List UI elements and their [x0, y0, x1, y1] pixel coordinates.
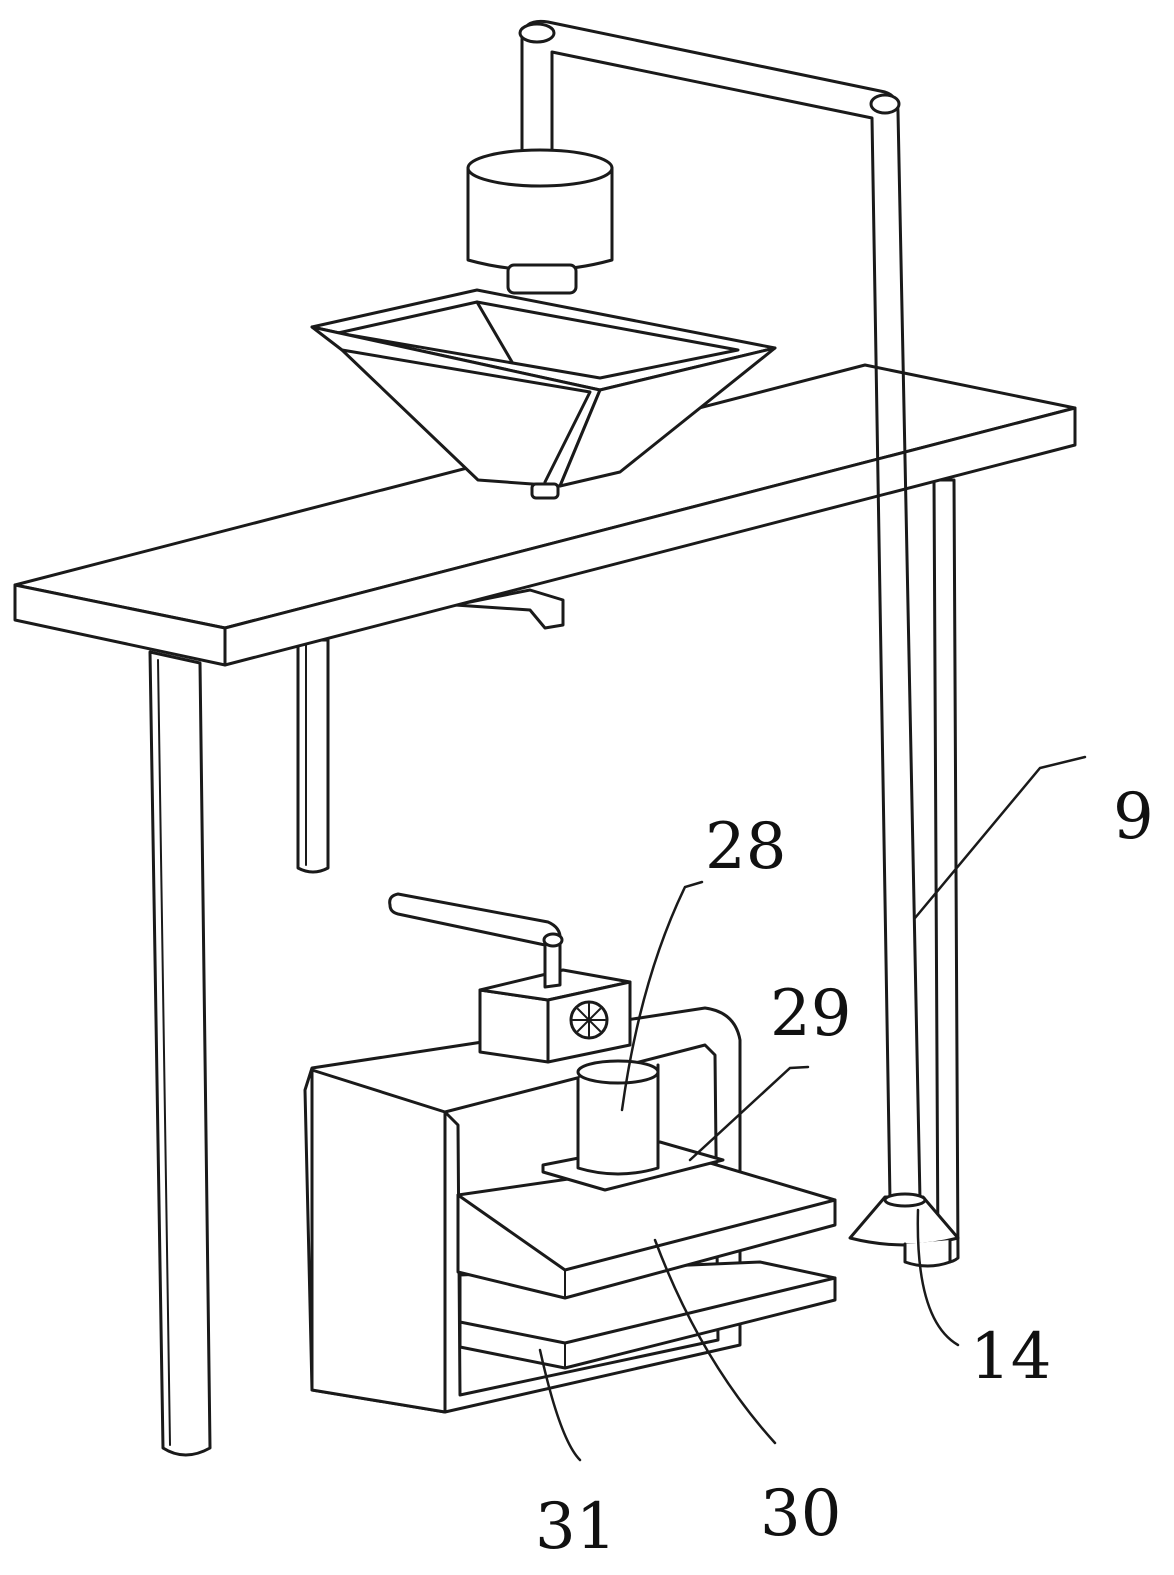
leader-28 [620, 880, 704, 1112]
leader-29 [688, 1065, 810, 1162]
leader-9 [913, 755, 1087, 920]
press-handle [388, 892, 564, 989]
label-31: 31 [535, 1490, 616, 1564]
leader-30 [653, 1238, 777, 1445]
table-bracket [453, 588, 565, 630]
leader-31 [538, 1348, 582, 1462]
label-28: 28 [705, 810, 786, 884]
motor-unit [466, 148, 614, 295]
label-29: 29 [770, 977, 851, 1051]
hopper [310, 288, 777, 500]
label-9: 9 [1113, 780, 1154, 854]
press-cylinder [576, 1059, 660, 1176]
label-14: 14 [970, 1320, 1051, 1394]
leader-14 [916, 1208, 960, 1347]
label-30: 30 [760, 1477, 841, 1551]
overhead-pipe [518, 19, 922, 1202]
front-leg-left [148, 650, 212, 1457]
rear-leg-middle [296, 638, 330, 874]
fan-icon [569, 1000, 609, 1040]
spray-nozzle [848, 1192, 960, 1268]
